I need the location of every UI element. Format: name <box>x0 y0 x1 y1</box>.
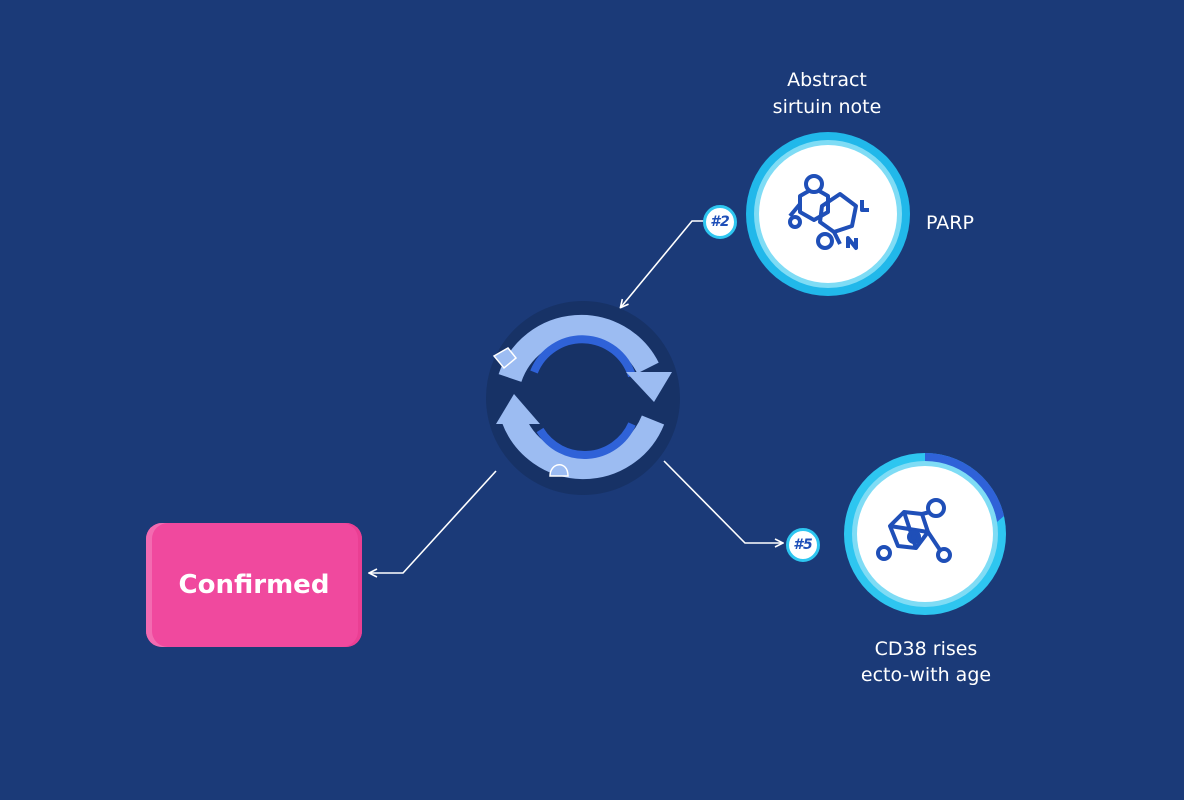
bottom-node <box>844 453 1006 615</box>
top-node-caption-line-1: Abstract <box>787 69 867 91</box>
connector-center-to-confirmed <box>370 470 497 573</box>
small-leaf-icon <box>492 347 518 370</box>
connector-top-to-center <box>621 220 704 307</box>
connector-center-to-bottom <box>663 460 782 543</box>
confirmed-box: Confirmed <box>146 523 362 647</box>
bottom-node-caption-line-1: CD38 rises <box>874 638 978 660</box>
top-node-caption-line-2: sirtuin note <box>772 96 882 118</box>
top-node <box>746 132 910 296</box>
small-bell-icon <box>549 464 569 477</box>
top-node-side-label: PARP <box>926 212 974 234</box>
molecule-icon <box>876 498 952 563</box>
center-cycle-node <box>486 301 680 495</box>
bottom-node-caption-line-2: ecto-with age <box>860 664 992 686</box>
step-badge-top: #2 <box>703 205 737 239</box>
molecule-icon <box>788 174 869 250</box>
cycle-arrows-icon <box>496 314 672 480</box>
step-badge-bottom: #5 <box>786 528 820 562</box>
confirmed-label: Confirmed <box>178 570 330 600</box>
